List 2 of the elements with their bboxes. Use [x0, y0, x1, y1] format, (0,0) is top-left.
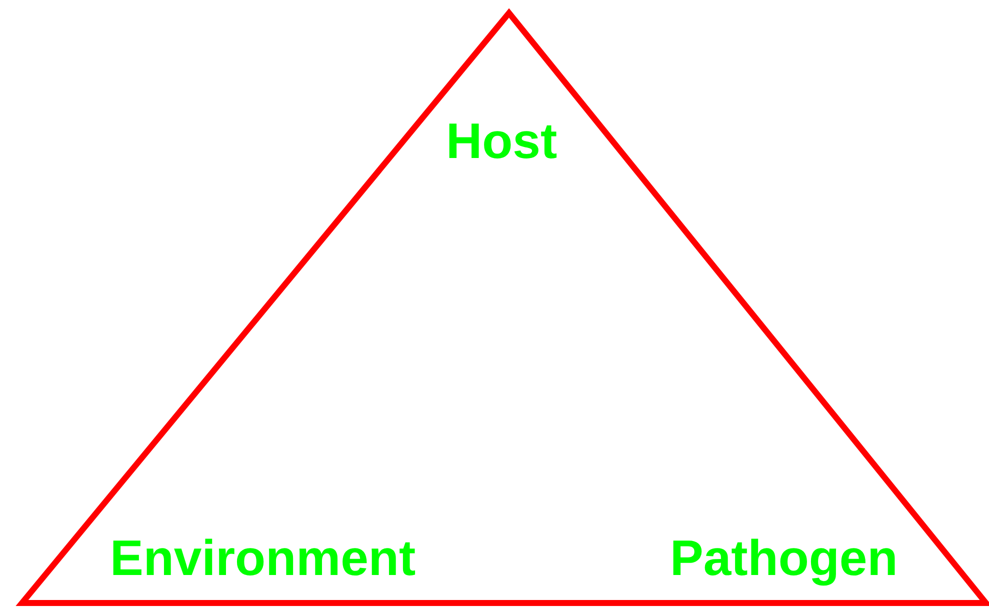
corner-label: Host [446, 116, 558, 166]
corner-label: Environment [110, 533, 416, 583]
